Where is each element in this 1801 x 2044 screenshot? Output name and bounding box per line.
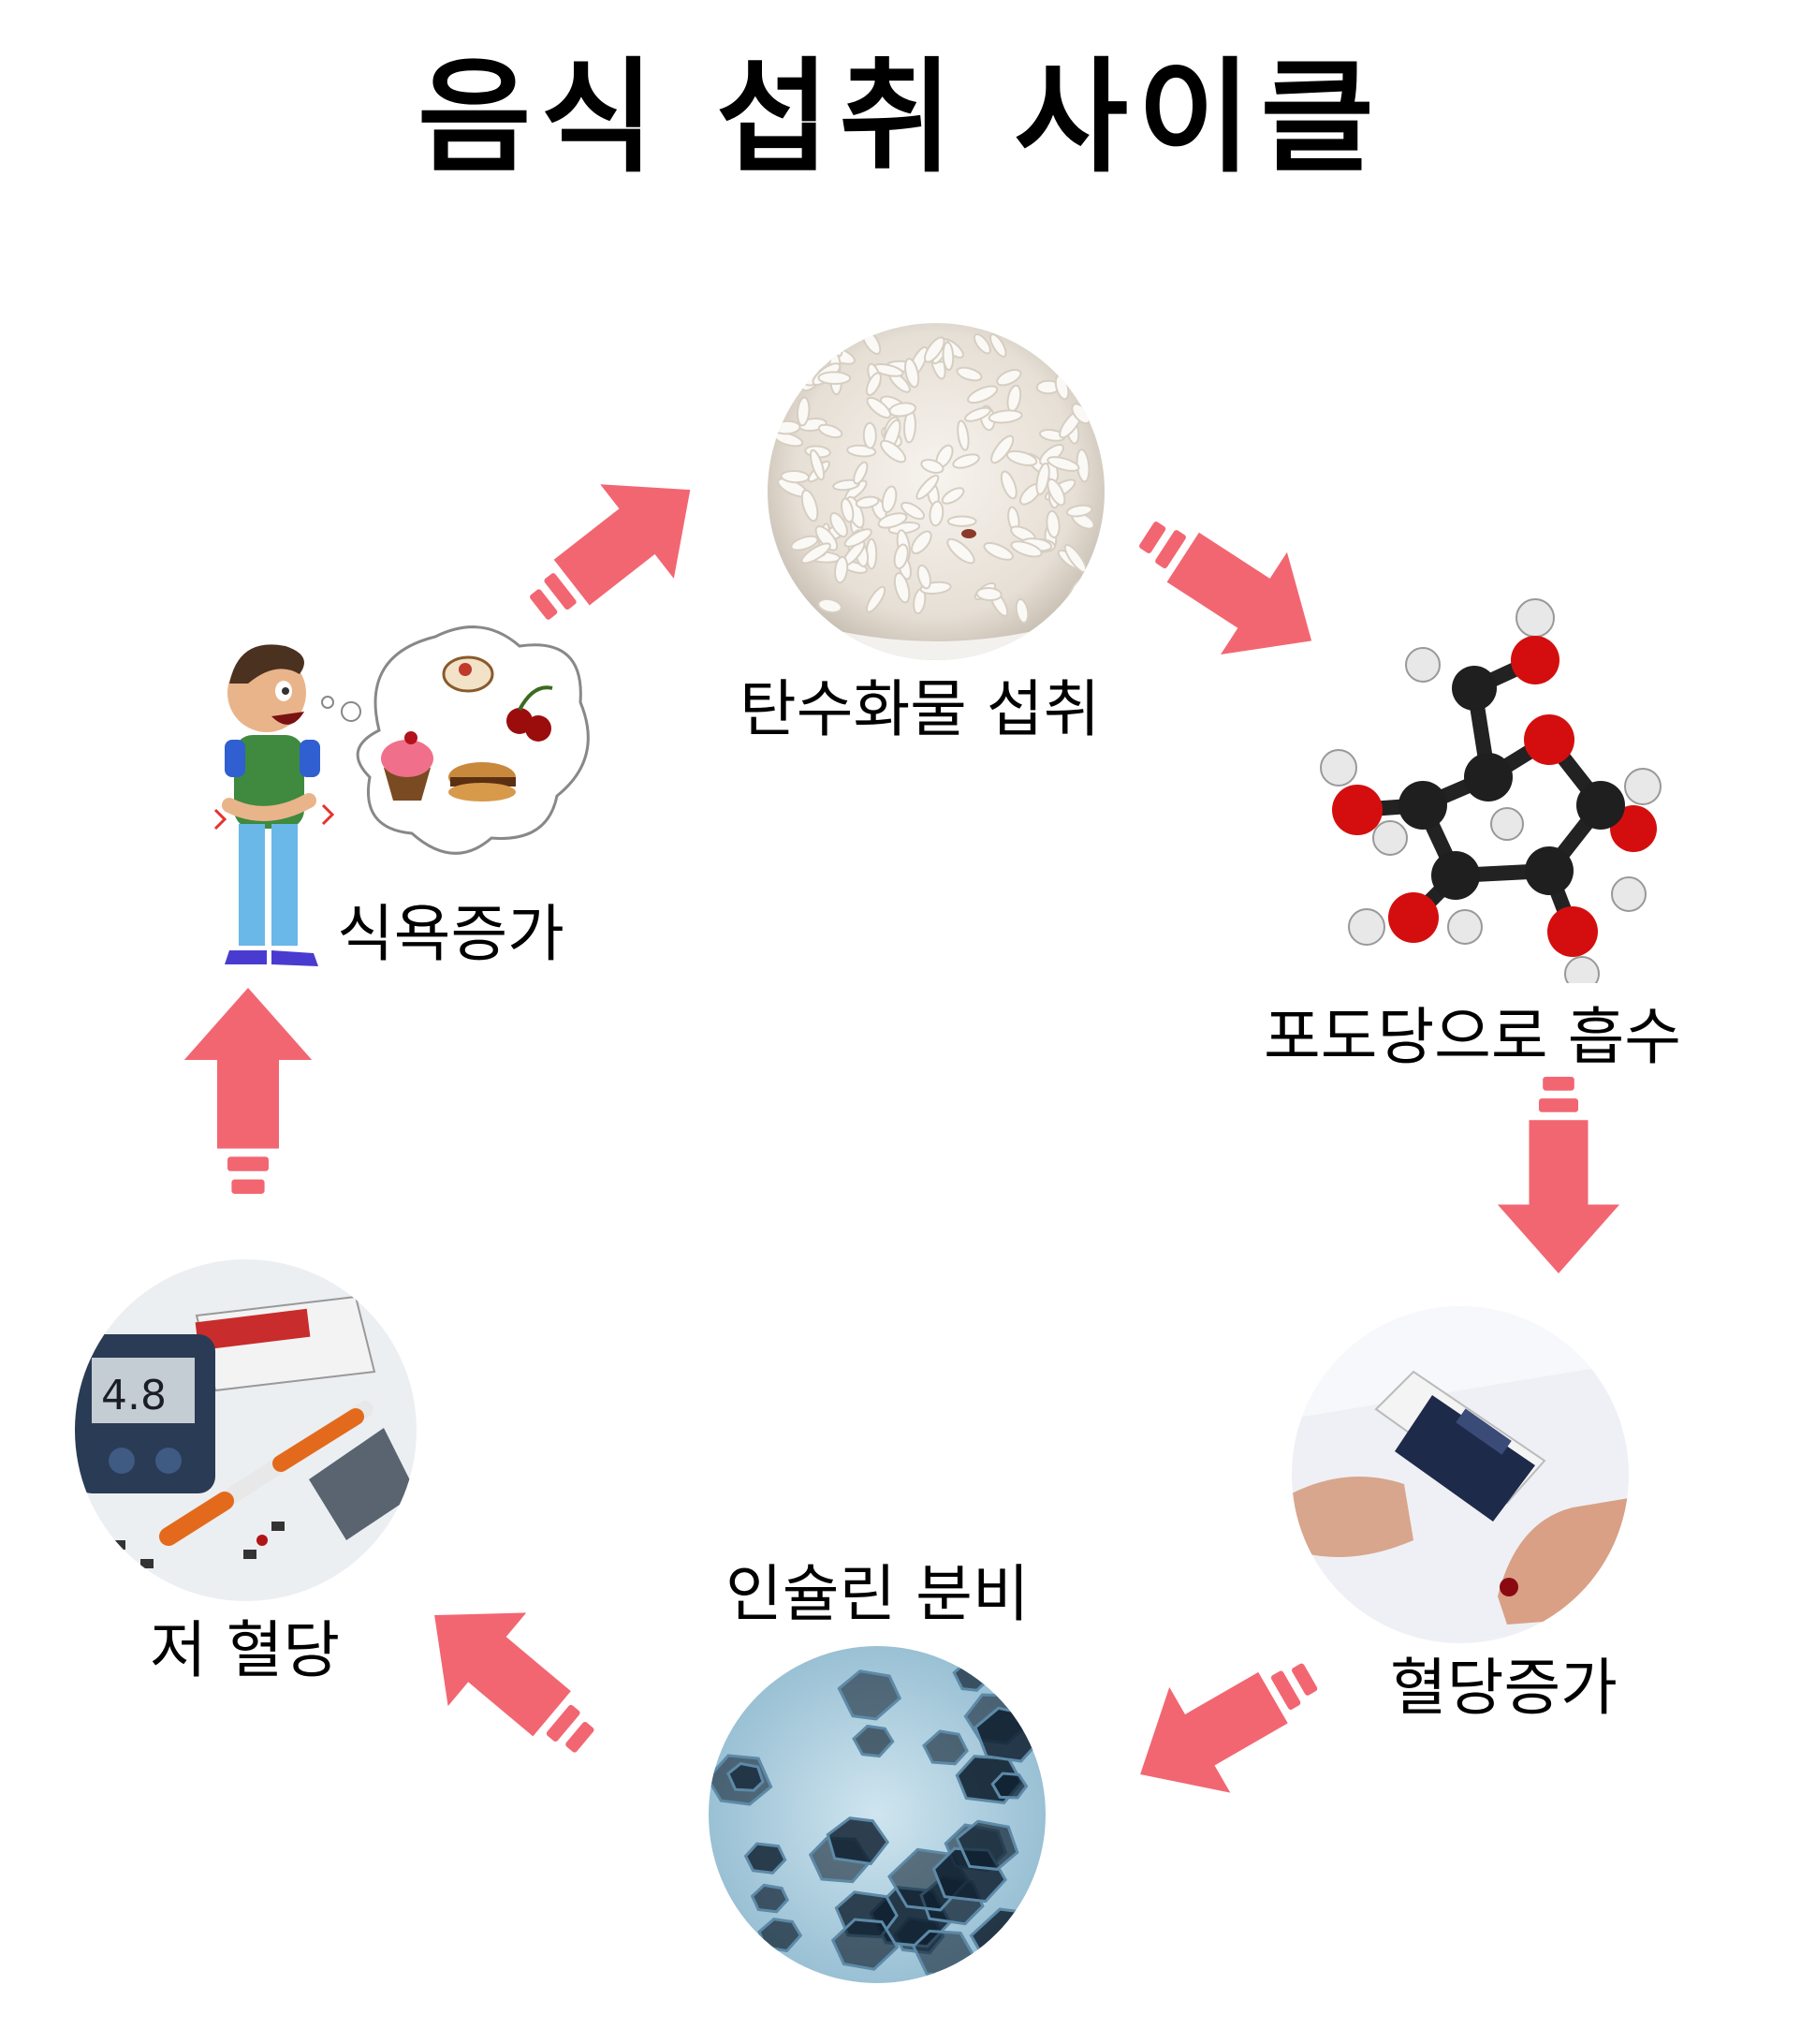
label-low-blood-sugar: 저 혈당 <box>150 1614 341 1686</box>
arrow-lowsugar-to-appetite <box>183 988 313 1194</box>
svg-text:4.8: 4.8 <box>101 1372 167 1419</box>
label-insulin-secretion: 인슐린 분비 <box>725 1558 1030 1630</box>
arrow-glucose-to-bloodsugar <box>1497 1077 1620 1273</box>
arrow-insulin-to-lowsugar <box>395 1568 624 1788</box>
arrow-bloodsugar-to-insulin <box>1109 1623 1341 1828</box>
diabetes-supplies-image: 4.8 <box>75 1259 417 1601</box>
label-carb-intake: 탄수화물 섭취 <box>739 673 1101 745</box>
hungry-man-image <box>211 618 590 974</box>
diagram-title: 음식 섭취 사이클 <box>417 46 1384 190</box>
label-blood-sugar-rise: 혈당증가 <box>1390 1652 1618 1724</box>
glucose-molecule-image <box>1310 590 1666 983</box>
insulin-crystals-image <box>709 1646 1046 1983</box>
label-appetite-increase: 식욕증가 <box>337 898 564 970</box>
blood-test-image <box>1292 1306 1629 1643</box>
rice-image <box>768 323 1105 660</box>
label-glucose-absorption: 포도당으로 흡수 <box>1264 1001 1682 1073</box>
